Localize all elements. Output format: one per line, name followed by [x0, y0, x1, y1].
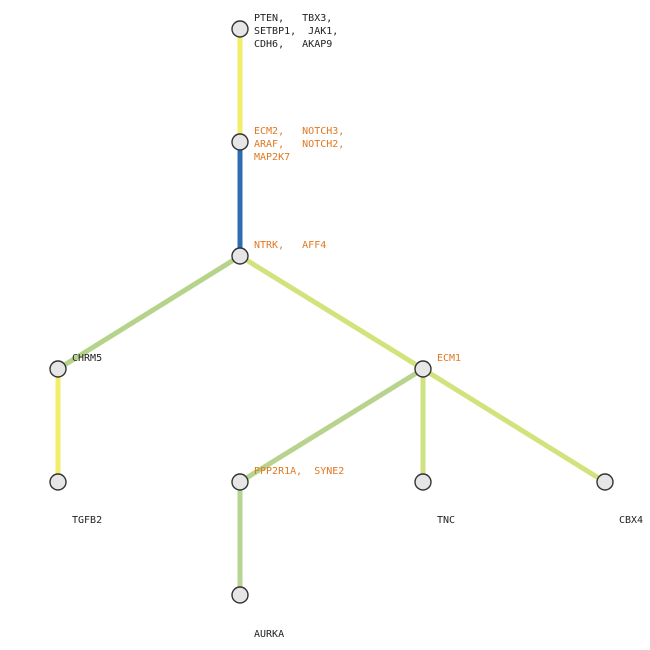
node-label: AURKA [254, 629, 284, 640]
node-label: PPP2R1A, SYNE2 [254, 466, 344, 477]
node-circle[interactable] [231, 247, 249, 265]
node-label: CHRM5 [72, 353, 102, 364]
node-label-line: CBX4 [619, 515, 643, 526]
node-label-line: TNC [437, 515, 455, 526]
edge-n5-n9 [421, 366, 607, 485]
tree-node[interactable]: ECM1 [414, 353, 461, 378]
node-label: NTRK, AFF4 [254, 240, 326, 251]
node-label-line: PTEN, TBX3, [254, 13, 332, 24]
node-label-line: TGFB2 [72, 515, 102, 526]
edge-n2-n5 [238, 253, 425, 372]
node-label-line: CDH6, AKAP9 [254, 39, 332, 50]
node-label-line: SETBP1, JAK1, [254, 26, 338, 37]
node-label-line: CHRM5 [72, 353, 102, 364]
tree-node[interactable]: TNC [414, 473, 455, 526]
edges-layer [55, 29, 607, 595]
node-label: TGFB2 [72, 515, 102, 526]
node-circle[interactable] [49, 473, 67, 491]
node-circle[interactable] [414, 473, 432, 491]
tree-node[interactable]: AURKA [231, 586, 284, 640]
tree-node[interactable]: PTEN, TBX3, SETBP1, JAK1, CDH6, AKAP9 [231, 13, 338, 50]
node-label-line: MAP2K7 [254, 152, 290, 163]
node-circle[interactable] [231, 133, 249, 151]
node-label-line: ECM2, NOTCH3, [254, 126, 344, 137]
node-label: ECM2, NOTCH3, ARAF, NOTCH2, MAP2K7 [254, 126, 344, 163]
edge-n5-n6 [238, 366, 425, 485]
node-label: PTEN, TBX3, SETBP1, JAK1, CDH6, AKAP9 [254, 13, 338, 50]
tree-node[interactable]: CBX4 [596, 473, 643, 526]
tree-node[interactable]: PPP2R1A, SYNE2 [231, 466, 344, 491]
tree-node[interactable]: TGFB2 [49, 473, 102, 526]
node-label: TNC [437, 515, 455, 526]
node-circle[interactable] [231, 20, 249, 38]
node-label-line: AURKA [254, 629, 284, 640]
node-label: ECM1 [437, 353, 461, 364]
node-circle[interactable] [414, 360, 432, 378]
node-circle[interactable] [49, 360, 67, 378]
node-circle[interactable] [596, 473, 614, 491]
node-circle[interactable] [231, 586, 249, 604]
node-label: CBX4 [619, 515, 643, 526]
node-label-line: PPP2R1A, SYNE2 [254, 466, 344, 477]
tree-node[interactable]: NTRK, AFF4 [231, 240, 326, 265]
node-label-line: ECM1 [437, 353, 461, 364]
node-circle[interactable] [231, 473, 249, 491]
nodes-layer: PTEN, TBX3, SETBP1, JAK1, CDH6, AKAP9ECM2,… [49, 13, 643, 640]
edge-n2-n3 [56, 253, 242, 372]
tree-node[interactable]: CHRM5 [49, 353, 102, 378]
node-label-line: NTRK, AFF4 [254, 240, 326, 251]
node-label-line: ARAF, NOTCH2, [254, 139, 344, 150]
tree-node[interactable]: ECM2, NOTCH3, ARAF, NOTCH2, MAP2K7 [231, 126, 344, 163]
